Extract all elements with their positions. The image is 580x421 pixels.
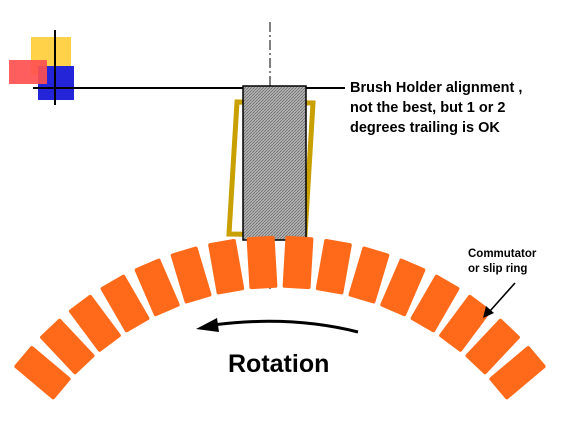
commutator-leader-arrow	[483, 282, 516, 318]
commutator-segment	[439, 294, 492, 352]
commutator-segment	[410, 274, 460, 333]
alignment-note: Brush Holder alignment , not the best, b…	[350, 78, 572, 138]
commutator-segment	[208, 238, 245, 295]
commutator-segment	[14, 346, 71, 400]
alignment-note-line-2: not the best, but 1 or 2	[350, 100, 506, 116]
alignment-note-line-1: Brush Holder alignment ,	[350, 80, 523, 96]
commutator-segment	[40, 318, 95, 375]
alignment-note-line-3: degrees trailing is OK	[350, 120, 500, 136]
commutator-segment	[489, 346, 546, 400]
commutator-segment	[134, 258, 180, 317]
deco-red-square	[9, 60, 47, 84]
commutator-segment	[246, 235, 278, 290]
commutator-segment	[380, 258, 426, 317]
commutator-segment	[465, 318, 520, 375]
commutator-label-line-1: Commutator	[468, 248, 537, 260]
commutator-segment	[68, 294, 121, 352]
brush	[242, 85, 307, 241]
commutator-segments	[14, 235, 546, 400]
rotation-arrow	[196, 318, 359, 334]
corner-decoration	[9, 37, 74, 100]
commutator-segment	[348, 246, 390, 304]
commutator-label-line-2: or slip ring	[468, 263, 528, 275]
commutator-segment	[100, 274, 150, 333]
commutator-segment	[315, 238, 352, 295]
commutator-segment	[170, 246, 212, 304]
commutator-segment	[282, 235, 314, 290]
commutator-label: Commutator or slip ring	[468, 247, 568, 277]
rotation-label: Rotation	[228, 350, 330, 378]
